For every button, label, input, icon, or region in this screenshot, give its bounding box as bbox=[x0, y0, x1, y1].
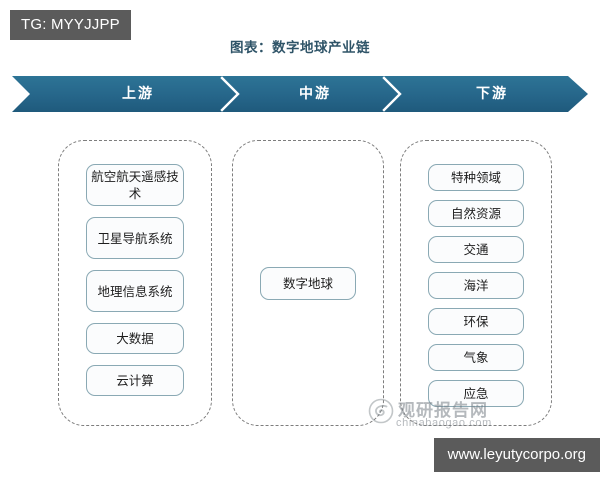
node-item: 地理信息系统 bbox=[86, 270, 184, 312]
tg-tag: TG: MYYJJPP bbox=[10, 10, 131, 40]
banner-divider-chevron bbox=[220, 76, 240, 112]
node-item: 气象 bbox=[428, 344, 524, 371]
node-item: 应急 bbox=[428, 380, 524, 407]
stage-banner-shape bbox=[12, 76, 588, 112]
node-item: 自然资源 bbox=[428, 200, 524, 227]
banner-body bbox=[12, 76, 588, 112]
page-title: 图表：数字地球产业链 bbox=[230, 40, 370, 56]
node-item: 卫星导航系统 bbox=[86, 217, 184, 259]
node-item: 环保 bbox=[428, 308, 524, 335]
group-upstream: 航空航天遥感技术 卫星导航系统 地理信息系统 大数据 云计算 bbox=[58, 140, 212, 426]
node-item: 大数据 bbox=[86, 323, 184, 354]
group-downstream: 特种领域 自然资源 交通 海洋 环保 气象 应急 bbox=[400, 140, 552, 426]
node-item: 航空航天遥感技术 bbox=[86, 164, 184, 206]
stage-banner: 上游 中游 下游 bbox=[12, 76, 588, 112]
node-item: 特种领域 bbox=[428, 164, 524, 191]
node-item: 交通 bbox=[428, 236, 524, 263]
url-bar: www.leyutycorpo.org bbox=[433, 438, 600, 472]
node-item: 海洋 bbox=[428, 272, 524, 299]
group-midstream: 数字地球 bbox=[232, 140, 384, 426]
node-item: 数字地球 bbox=[260, 266, 356, 300]
banner-divider-chevron bbox=[382, 76, 402, 112]
node-item: 云计算 bbox=[86, 365, 184, 396]
